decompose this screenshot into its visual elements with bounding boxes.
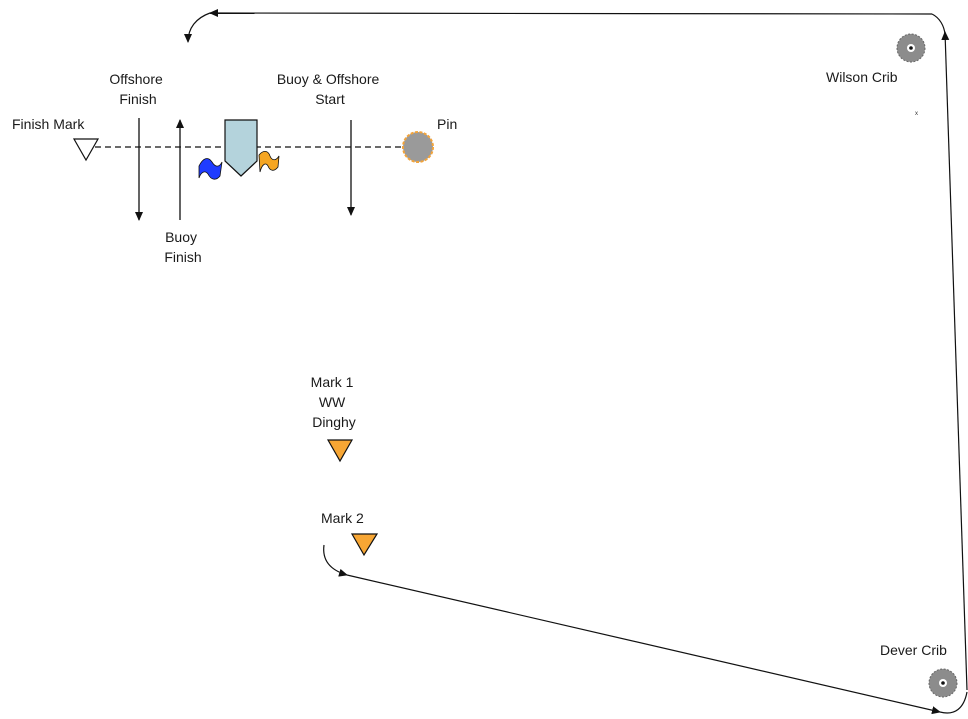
pin-buoy-icon <box>402 131 434 163</box>
wilson-crib-small-label: x <box>915 111 918 117</box>
flag-icon <box>258 150 280 173</box>
course-leg-top <box>209 9 933 18</box>
dever-crib-label: Dever Crib <box>880 642 947 658</box>
rounding-arc-top-left <box>184 12 211 43</box>
finish-mark-icon <box>72 138 100 162</box>
rounding-arc-top-right <box>931 13 946 35</box>
flag-icon <box>198 158 223 180</box>
buoy-offshore-start-label: Buoy & Offshore Start <box>277 71 383 107</box>
buoy-finish-label: Buoy Finish <box>164 229 201 265</box>
crib-dot-icon <box>909 46 913 50</box>
course-leg-right <box>941 31 968 691</box>
mark1-label: Mark 1 WW Dinghy <box>311 374 358 430</box>
rounding-arc-mark2 <box>323 544 348 577</box>
mark2-label: Mark 2 <box>321 510 364 526</box>
rounding-arc-dever <box>939 691 968 714</box>
finish-mark-label: Finish Mark <box>12 116 85 132</box>
mark-triangle-icon <box>326 439 354 463</box>
committee-boat-icon <box>224 119 258 177</box>
wilson-crib-label: Wilson Crib <box>826 69 898 85</box>
pin-label: Pin <box>437 116 457 132</box>
course-leg-bottom <box>346 574 941 715</box>
crib-dot-icon <box>941 681 945 685</box>
offshore-finish-label: Offshore Finish <box>109 71 166 107</box>
mark-triangle-icon <box>350 533 379 557</box>
